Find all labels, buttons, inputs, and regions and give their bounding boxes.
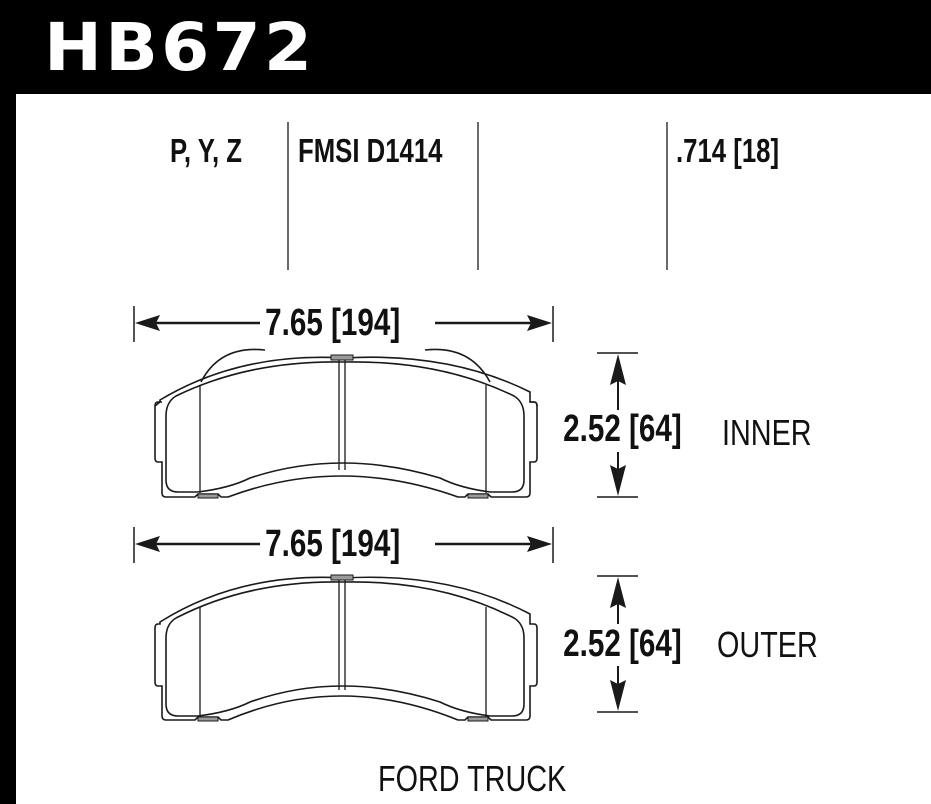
header-band	[0, 0, 931, 94]
inner-pad-shape	[154, 348, 538, 498]
outer-width-dimension	[133, 527, 554, 563]
left-border	[0, 94, 16, 804]
outer-side-label: OUTER	[717, 624, 818, 665]
inner-side-label: INNER	[722, 412, 812, 453]
outer-pad-shape	[154, 576, 538, 721]
inner-width-dimension	[133, 306, 554, 342]
outer-height-dimension	[597, 575, 638, 713]
inner-height-label: 2.52 [64]	[563, 408, 682, 450]
wear-indicator-tab	[197, 493, 219, 499]
wear-indicator-tab	[467, 716, 489, 722]
compound-codes: P, Y, Z	[170, 132, 243, 169]
outer-width-label: 7.65 [194]	[262, 523, 404, 566]
spec-divider	[477, 122, 479, 270]
inner-width-label: 7.65 [194]	[262, 302, 404, 345]
fmsi-number: FMSI D1414	[298, 132, 443, 169]
vehicle-application: FORD TRUCK	[378, 758, 567, 799]
inner-height-dimension	[597, 352, 638, 498]
outer-height-label: 2.52 [64]	[563, 623, 682, 665]
wear-indicator-tab	[330, 354, 354, 361]
pad-thickness: .714 [18]	[676, 132, 780, 169]
spec-divider	[666, 122, 668, 270]
part-number-title: HB672	[44, 9, 316, 86]
spec-divider	[287, 122, 289, 270]
wear-indicator-tab	[330, 574, 354, 581]
wear-indicator-tab	[197, 716, 219, 722]
wear-indicator-tab	[467, 493, 489, 499]
